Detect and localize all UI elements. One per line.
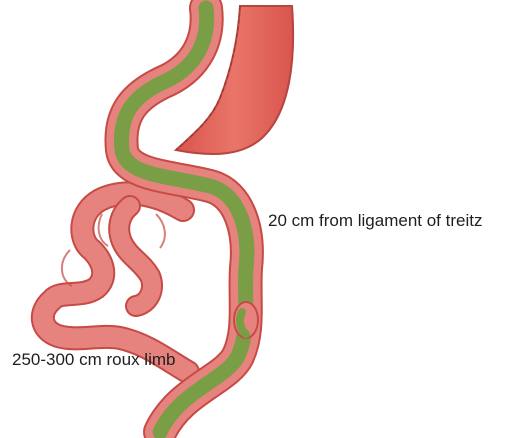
anastomosis [234, 302, 258, 338]
roux-limb-label: 250-300 cm roux limb [12, 351, 175, 368]
ligament-of-treitz-label: 20 cm from ligament of treitz [268, 212, 482, 229]
bowel-loops [43, 193, 188, 372]
